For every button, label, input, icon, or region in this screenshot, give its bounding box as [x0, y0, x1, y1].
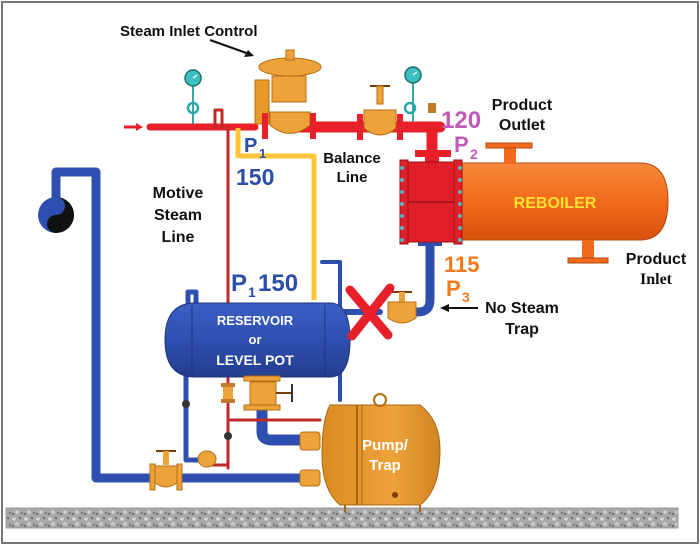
svg-text:150: 150 — [236, 164, 274, 190]
isolation-valve-reboiler-drain — [387, 291, 417, 324]
product-outlet-label: Product Outlet — [492, 97, 553, 134]
steam-inlet-arrow — [124, 123, 143, 131]
svg-text:Pump/: Pump/ — [362, 437, 409, 454]
steam-inlet-control-label: Steam Inlet Control — [120, 23, 258, 40]
svg-text:Outlet: Outlet — [499, 117, 546, 134]
pressure-p1-top: P 1 150 — [236, 135, 274, 190]
pipe-fitting-right — [224, 432, 232, 440]
pump-inlet-union — [299, 431, 321, 451]
vacuum-breaker — [38, 197, 74, 233]
steam-piping — [146, 108, 446, 470]
svg-text:Inlet: Inlet — [640, 271, 673, 288]
svg-text:P: P — [454, 132, 469, 157]
pressure-gauge-left — [184, 69, 202, 124]
svg-text:or: or — [249, 332, 262, 347]
strainer — [197, 450, 217, 468]
red-x-mark — [345, 283, 395, 341]
no-steam-trap-label: No Steam Trap — [485, 300, 559, 338]
pump-trap-label: Pump/ Trap — [362, 437, 409, 474]
svg-text:Motive: Motive — [153, 185, 204, 202]
pressure-gauge-right — [403, 66, 422, 122]
no-steam-trap-pointer-arrow — [440, 304, 478, 312]
svg-text:No Steam: No Steam — [485, 300, 559, 317]
pressure-p1-reservoir-value: 150 — [258, 270, 298, 297]
reboiler-vessel — [399, 142, 669, 264]
svg-text:1: 1 — [259, 146, 266, 161]
svg-text:3: 3 — [462, 289, 470, 305]
svg-text:Line: Line — [337, 169, 368, 186]
pressure-p2: 120 P 2 — [441, 107, 481, 162]
svg-text:RESERVOIR: RESERVOIR — [217, 313, 294, 328]
svg-text:P: P — [446, 276, 461, 301]
product-inlet-label: Product Inlet — [626, 251, 687, 288]
svg-text:Steam: Steam — [154, 207, 202, 224]
pump-outlet-union — [299, 469, 321, 487]
svg-text:Product: Product — [492, 97, 553, 114]
relief-fitting — [428, 103, 436, 113]
balance-gate-valve — [357, 85, 403, 140]
control-valve-pointer-arrow — [209, 39, 254, 57]
balance-line-label: Balance Line — [323, 150, 381, 186]
pressure-p3: 115 P 3 — [444, 252, 480, 305]
condensate-return-valve — [149, 450, 183, 491]
svg-text:120: 120 — [441, 107, 481, 134]
motive-steam-line-label: Motive Steam Line — [153, 185, 204, 246]
svg-text:115: 115 — [444, 252, 480, 277]
svg-text:Balance: Balance — [323, 150, 381, 167]
svg-text:P: P — [231, 270, 247, 297]
svg-text:Trap: Trap — [369, 457, 401, 474]
steam-control-valve — [254, 49, 322, 139]
svg-text:1: 1 — [248, 284, 256, 300]
reboiler-label: REBOILER — [514, 195, 597, 212]
pump-trap-vessel — [321, 393, 441, 512]
reservoir-vessel — [164, 302, 351, 378]
svg-text:P: P — [244, 135, 257, 157]
pressure-p1-reservoir: P 1 — [231, 270, 256, 300]
ground-slab — [5, 507, 679, 529]
reboiler-steam-flange — [415, 150, 451, 157]
svg-text:Line: Line — [162, 229, 195, 246]
svg-text:Trap: Trap — [505, 321, 539, 338]
svg-text:Product: Product — [626, 251, 687, 268]
reservoir-label: RESERVOIR or LEVEL POT — [216, 313, 294, 368]
reservoir-outlet-valve — [243, 375, 293, 411]
steam-check-valve — [221, 383, 235, 403]
svg-text:2: 2 — [470, 146, 478, 162]
svg-text:LEVEL POT: LEVEL POT — [216, 352, 294, 368]
pipe-fitting-left — [182, 400, 190, 408]
balance-line — [235, 128, 317, 300]
